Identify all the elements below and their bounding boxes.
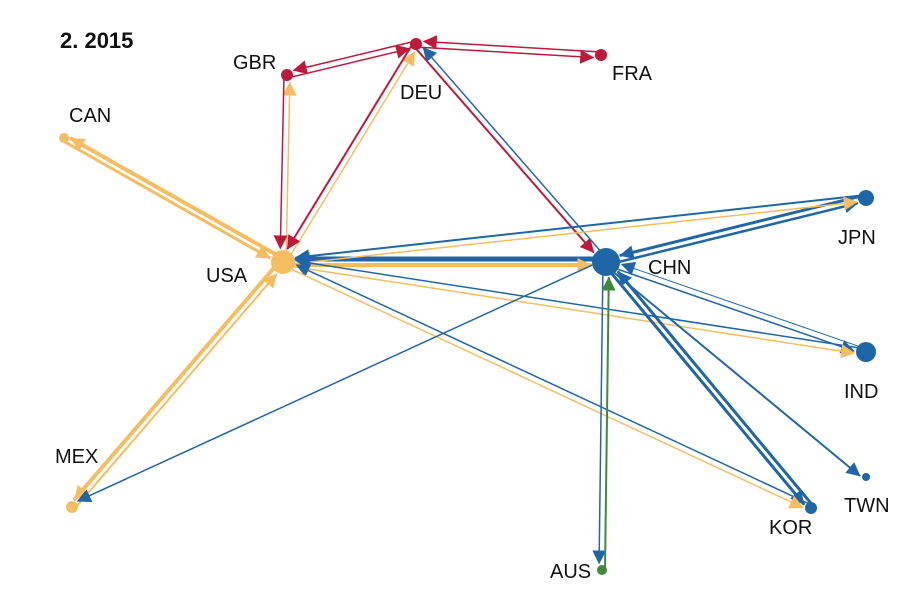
node-label-usa: USA: [206, 265, 248, 287]
edge-chn-to-aus: [592, 261, 607, 565]
edge-chn-to-jpn: [605, 199, 859, 267]
node-twn: [862, 473, 870, 481]
edge-usa-to-deu: [284, 51, 416, 265]
edge-ind-to-chn: [620, 261, 868, 350]
node-deu: [410, 38, 422, 50]
edge-fra-to-deu: [422, 35, 602, 53]
node-label-gbr: GBR: [233, 52, 276, 74]
edge-aus-to-chn: [601, 276, 616, 572]
label-layer: USA CAN MEX GBR DEU FRA CHN JPN IND TWN KOR AUS: [55, 52, 890, 583]
edge-layer: [61, 35, 868, 572]
node-label-fra: FRA: [612, 63, 653, 85]
edge-usa-to-mex: [72, 258, 283, 501]
node-fra: [595, 49, 607, 61]
edge-gbr-to-deu: [286, 44, 411, 79]
edge-can-to-usa: [61, 139, 271, 260]
node-aus: [597, 565, 607, 575]
edge-jpn-to-chn: [619, 193, 867, 260]
node-gbr: [281, 69, 293, 81]
edge-usa-to-kor: [280, 263, 804, 509]
edge-usa-to-gbr: [282, 81, 297, 263]
edge-usa-to-ind: [281, 264, 856, 359]
node-usa: [271, 250, 295, 274]
node-label-can: CAN: [69, 105, 111, 127]
edge-chn-to-kor: [602, 262, 806, 506]
node-can: [59, 133, 69, 143]
diagram-title: 2. 2015: [60, 28, 134, 53]
node-label-chn: CHN: [648, 257, 691, 279]
node-label-kor: KOR: [769, 517, 812, 539]
edge-chn-to-deu: [422, 47, 610, 261]
edge-mex-to-usa: [73, 273, 278, 510]
node-jpn: [858, 190, 874, 206]
node-label-jpn: JPN: [838, 227, 876, 249]
node-layer: [59, 38, 876, 575]
edge-ind-to-usa: [295, 256, 868, 350]
node-mex: [66, 501, 78, 513]
edge-usa-to-can: [69, 136, 287, 262]
edge-deu-to-chn: [412, 44, 595, 253]
node-kor: [805, 502, 817, 514]
edge-chn-to-ind: [604, 264, 856, 354]
edge-jpn-to-usa: [295, 194, 867, 264]
edge-deu-to-usa: [286, 41, 415, 250]
node-label-ind: IND: [844, 381, 878, 403]
edge-chn-to-mex: [76, 258, 606, 503]
node-label-aus: AUS: [550, 561, 591, 583]
node-ind: [856, 342, 876, 362]
edge-kor-to-chn: [617, 270, 815, 508]
edge-usa-to-jpn: [282, 196, 858, 266]
edge-chn-to-twn: [603, 263, 861, 477]
node-label-twn: TWN: [844, 495, 890, 517]
edge-gbr-to-usa: [273, 74, 288, 250]
node-label-mex: MEX: [55, 446, 98, 468]
node-chn: [592, 248, 620, 276]
edge-deu-to-gbr: [292, 40, 417, 75]
edge-deu-to-fra: [415, 46, 595, 64]
node-label-deu: DEU: [400, 82, 442, 104]
edge-kor-to-usa: [295, 264, 814, 507]
